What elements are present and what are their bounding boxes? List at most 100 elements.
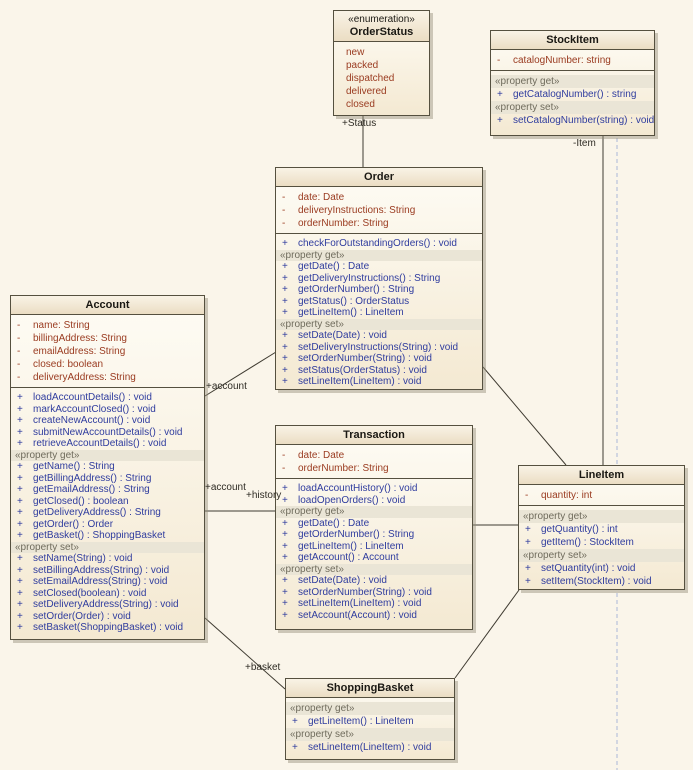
visibility-symbol: + bbox=[525, 537, 531, 548]
association-account-order[interactable] bbox=[204, 351, 277, 397]
member-row[interactable]: +setBasket(ShoppingBasket) : void bbox=[11, 622, 204, 634]
member-row[interactable]: +setBillingAddress(String) : void bbox=[11, 565, 204, 577]
member-row[interactable]: +getClosed() : boolean bbox=[11, 496, 204, 508]
visibility-symbol: + bbox=[525, 563, 531, 574]
member-row[interactable]: -deliveryAddress: String bbox=[11, 371, 204, 384]
member-row[interactable]: -orderNumber: String bbox=[276, 217, 482, 230]
member-row[interactable]: -date: Date bbox=[276, 191, 482, 204]
visibility-symbol: + bbox=[17, 415, 23, 427]
member-row[interactable]: +setClosed(boolean) : void bbox=[11, 588, 204, 600]
member-row[interactable]: +getLineItem() : LineItem bbox=[276, 541, 472, 553]
member-row[interactable]: +setItem(StockItem) : void bbox=[519, 575, 684, 588]
member-row[interactable]: +getName() : String bbox=[11, 461, 204, 473]
member-row[interactable]: +submitNewAccountDetails() : void bbox=[11, 427, 204, 439]
member-row[interactable]: +getItem() : StockItem bbox=[519, 536, 684, 549]
visibility-symbol: - bbox=[497, 55, 501, 66]
class-box-transaction[interactable]: Transaction -date: Date-orderNumber: Str… bbox=[275, 425, 473, 630]
member-text: setOrderNumber(String) : void bbox=[298, 586, 432, 598]
member-row[interactable]: packed bbox=[334, 59, 429, 72]
member-row[interactable]: +setOrder(Order) : void bbox=[11, 611, 204, 623]
member-row[interactable]: +setOrderNumber(String) : void bbox=[276, 353, 482, 365]
member-text: billingAddress: String bbox=[33, 333, 127, 344]
association-account-shoppingbasket[interactable] bbox=[204, 617, 286, 690]
member-row[interactable]: dispatched bbox=[334, 72, 429, 85]
attributes-compartment: -date: Date-deliveryInstructions: String… bbox=[276, 186, 482, 233]
member-row[interactable]: - catalogNumber: string bbox=[491, 54, 654, 67]
operations-compartment: +loadAccountDetails() : void+markAccount… bbox=[11, 387, 204, 639]
member-row[interactable]: +markAccountClosed() : void bbox=[11, 404, 204, 416]
class-name: Order bbox=[364, 171, 394, 183]
member-row[interactable]: new bbox=[334, 46, 429, 59]
class-box-account[interactable]: Account -name: String-billingAddress: St… bbox=[10, 295, 205, 640]
attributes-compartment: -name: String-billingAddress: String-ema… bbox=[11, 314, 204, 387]
member-row[interactable]: -billingAddress: String bbox=[11, 332, 204, 345]
visibility-symbol: + bbox=[282, 376, 288, 388]
member-row[interactable]: +setLineItem(LineItem) : void bbox=[276, 598, 472, 610]
member-row[interactable]: +setDate(Date) : void bbox=[276, 575, 472, 587]
member-row[interactable]: +getLineItem() : LineItem bbox=[286, 715, 454, 728]
member-row[interactable]: -orderNumber: String bbox=[276, 462, 472, 475]
visibility-symbol: + bbox=[17, 576, 23, 588]
member-row[interactable]: closed bbox=[334, 98, 429, 111]
member-row[interactable]: +getEmailAddress() : String bbox=[11, 484, 204, 496]
member-row[interactable]: +setLineItem(LineItem) : void bbox=[276, 376, 482, 388]
member-text: getDate() : Date bbox=[298, 517, 370, 529]
member-row[interactable]: +setDate(Date) : void bbox=[276, 330, 482, 342]
member-row[interactable]: -name: String bbox=[11, 319, 204, 332]
member-row[interactable]: -date: Date bbox=[276, 449, 472, 462]
member-row[interactable]: +setDeliveryAddress(String) : void bbox=[11, 599, 204, 611]
visibility-symbol: + bbox=[497, 115, 503, 126]
member-text: submitNewAccountDetails() : void bbox=[33, 426, 183, 438]
visibility-symbol: + bbox=[282, 586, 288, 598]
member-row[interactable]: +getOrder() : Order bbox=[11, 519, 204, 531]
member-row[interactable]: +setName(String) : void bbox=[11, 553, 204, 565]
stereotype-band: «property get» bbox=[286, 702, 454, 715]
member-row[interactable]: +loadAccountDetails() : void bbox=[11, 392, 204, 404]
member-row[interactable]: + setOrderNumber(String) : void bbox=[276, 587, 472, 599]
member-row[interactable]: +getDate() : Date bbox=[276, 261, 482, 273]
member-row[interactable]: delivered bbox=[334, 85, 429, 98]
member-row[interactable]: +checkForOutstandingOrders() : void bbox=[276, 238, 482, 250]
association-order-lineitem[interactable] bbox=[482, 366, 567, 466]
member-row[interactable]: +retrieveAccountDetails() : void bbox=[11, 438, 204, 450]
class-box-stockitem[interactable]: StockItem -catalogNumber: string «proper… bbox=[490, 30, 655, 136]
class-box-lineitem[interactable]: LineItem -quantity: int «property get»+g… bbox=[518, 465, 685, 590]
member-row[interactable]: +getBasket() : ShoppingBasket bbox=[11, 530, 204, 542]
member-row[interactable]: +getCatalogNumber() : string bbox=[491, 88, 654, 101]
member-row[interactable]: +getDeliveryInstructions() : String bbox=[276, 273, 482, 285]
member-row[interactable]: -quantity: int bbox=[519, 489, 684, 502]
member-text: getAccount() : Account bbox=[298, 552, 399, 564]
member-row[interactable]: +getLineItem() : LineItem bbox=[276, 307, 482, 319]
member-row[interactable]: +setAccount(Account) : void bbox=[276, 610, 472, 622]
class-name: LineItem bbox=[578, 469, 625, 481]
member-row[interactable]: +getDate() : Date bbox=[276, 518, 472, 530]
member-row[interactable]: +getBillingAddress() : String bbox=[11, 473, 204, 485]
member-row[interactable]: +getStatus() : OrderStatus bbox=[276, 296, 482, 308]
member-row[interactable]: -closed: boolean bbox=[11, 358, 204, 371]
attributes-compartment: -quantity: int bbox=[519, 484, 684, 505]
member-row[interactable]: +createNewAccount() : void bbox=[11, 415, 204, 427]
class-box-shoppingbasket[interactable]: ShoppingBasket «property get»+getLineIte… bbox=[285, 678, 455, 760]
member-text: catalogNumber: string bbox=[513, 55, 611, 66]
member-text: «property get» bbox=[495, 76, 560, 87]
role-label-status: +Status bbox=[342, 118, 377, 129]
member-row[interactable]: +loadOpenOrders() : void bbox=[276, 495, 472, 507]
member-row[interactable]: +setDeliveryInstructions(String) : void bbox=[276, 342, 482, 354]
member-row[interactable]: +setEmailAddress(String) : void bbox=[11, 576, 204, 588]
member-row[interactable]: +getOrderNumber() : String bbox=[276, 529, 472, 541]
visibility-symbol: + bbox=[17, 484, 23, 496]
member-row[interactable]: -emailAddress: String bbox=[11, 345, 204, 358]
member-row[interactable]: +loadAccountHistory() : void bbox=[276, 483, 472, 495]
class-box-order[interactable]: Order -date: Date-deliveryInstructions: … bbox=[275, 167, 483, 390]
member-row[interactable]: +getQuantity() : int bbox=[519, 523, 684, 536]
member-row[interactable]: +setQuantity(int) : void bbox=[519, 562, 684, 575]
member-row[interactable]: +setLineItem(LineItem) : void bbox=[286, 741, 454, 754]
member-row[interactable]: +getOrderNumber() : String bbox=[276, 284, 482, 296]
member-row[interactable]: +setStatus(OrderStatus) : void bbox=[276, 365, 482, 377]
member-row[interactable]: +getDeliveryAddress() : String bbox=[11, 507, 204, 519]
member-row[interactable]: +getAccount() : Account bbox=[276, 552, 472, 564]
member-row[interactable]: +setCatalogNumber(string) : void bbox=[491, 114, 654, 127]
association-lineitem-shoppingbasket[interactable] bbox=[454, 589, 520, 679]
member-row[interactable]: -deliveryInstructions: String bbox=[276, 204, 482, 217]
